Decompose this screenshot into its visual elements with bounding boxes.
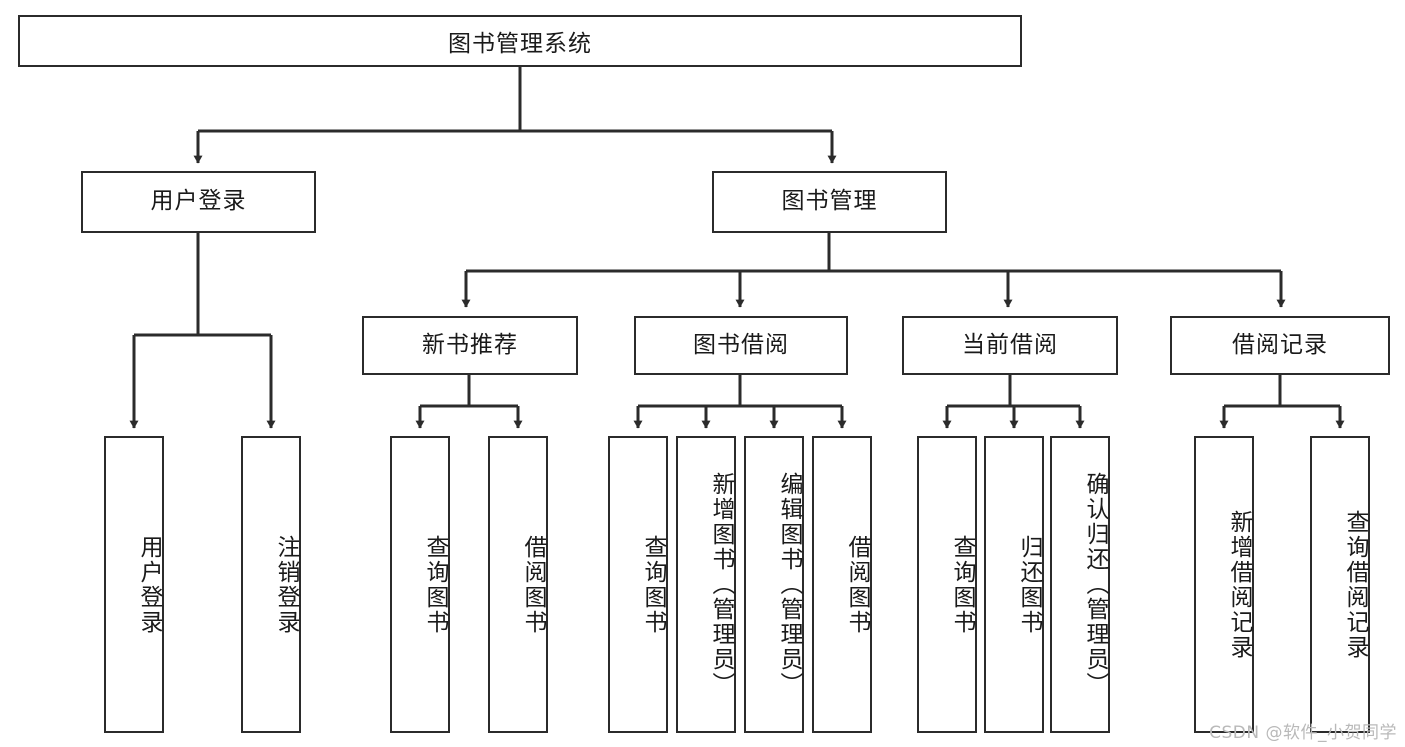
leaf-current-return-book[interactable]: 归还图书 bbox=[984, 436, 1044, 733]
node-label: 图书管理系统 bbox=[448, 31, 592, 57]
leaf-user-login-logout[interactable]: 注销登录 bbox=[241, 436, 301, 733]
node-label: 图书借阅 bbox=[693, 331, 789, 358]
node-root-system[interactable]: 图书管理系统 bbox=[18, 15, 1022, 67]
node-book-management[interactable]: 图书管理 bbox=[712, 171, 947, 233]
node-label: 注销登录 bbox=[273, 534, 299, 635]
leaf-borrow-query-book[interactable]: 查询图书 bbox=[608, 436, 668, 733]
leaf-recommend-borrow-book[interactable]: 借阅图书 bbox=[488, 436, 548, 733]
node-label: 查询图书 bbox=[640, 534, 666, 635]
leaf-record-query-record[interactable]: 查询借阅记录 bbox=[1310, 436, 1370, 733]
leaf-borrow-edit-book[interactable]: 编辑图书（管理员） bbox=[744, 436, 804, 733]
node-label: 查询图书 bbox=[949, 534, 975, 635]
node-current-borrow[interactable]: 当前借阅 bbox=[902, 316, 1118, 375]
node-label: 新增借阅记录 bbox=[1226, 509, 1252, 660]
node-label: 图书管理 bbox=[781, 188, 878, 215]
node-label: 查询借阅记录 bbox=[1342, 509, 1368, 660]
leaf-current-query-book[interactable]: 查询图书 bbox=[917, 436, 977, 733]
leaf-record-add-record[interactable]: 新增借阅记录 bbox=[1194, 436, 1254, 733]
leaf-user-login-login[interactable]: 用户登录 bbox=[104, 436, 164, 733]
node-label: 当前借阅 bbox=[962, 331, 1058, 358]
node-label: 查询图书 bbox=[422, 534, 448, 635]
node-label: 新增图书（管理员） bbox=[708, 472, 734, 697]
leaf-recommend-query-book[interactable]: 查询图书 bbox=[390, 436, 450, 733]
node-new-book-recommend[interactable]: 新书推荐 bbox=[362, 316, 578, 375]
node-label: 编辑图书（管理员） bbox=[776, 472, 802, 697]
node-label: 新书推荐 bbox=[422, 331, 518, 358]
node-label: 归还图书 bbox=[1016, 534, 1042, 635]
node-book-borrow[interactable]: 图书借阅 bbox=[634, 316, 848, 375]
leaf-borrow-add-book[interactable]: 新增图书（管理员） bbox=[676, 436, 736, 733]
node-label: 用户登录 bbox=[150, 188, 247, 215]
node-borrow-record[interactable]: 借阅记录 bbox=[1170, 316, 1390, 375]
node-label: 借阅记录 bbox=[1232, 331, 1328, 358]
node-label: 借阅图书 bbox=[844, 534, 870, 635]
node-label: 借阅图书 bbox=[520, 534, 546, 635]
leaf-borrow-borrow-book[interactable]: 借阅图书 bbox=[812, 436, 872, 733]
node-label: 确认归还（管理员） bbox=[1082, 472, 1108, 697]
node-label: 用户登录 bbox=[136, 534, 162, 635]
node-user-login[interactable]: 用户登录 bbox=[81, 171, 316, 233]
leaf-current-confirm-return[interactable]: 确认归还（管理员） bbox=[1050, 436, 1110, 733]
